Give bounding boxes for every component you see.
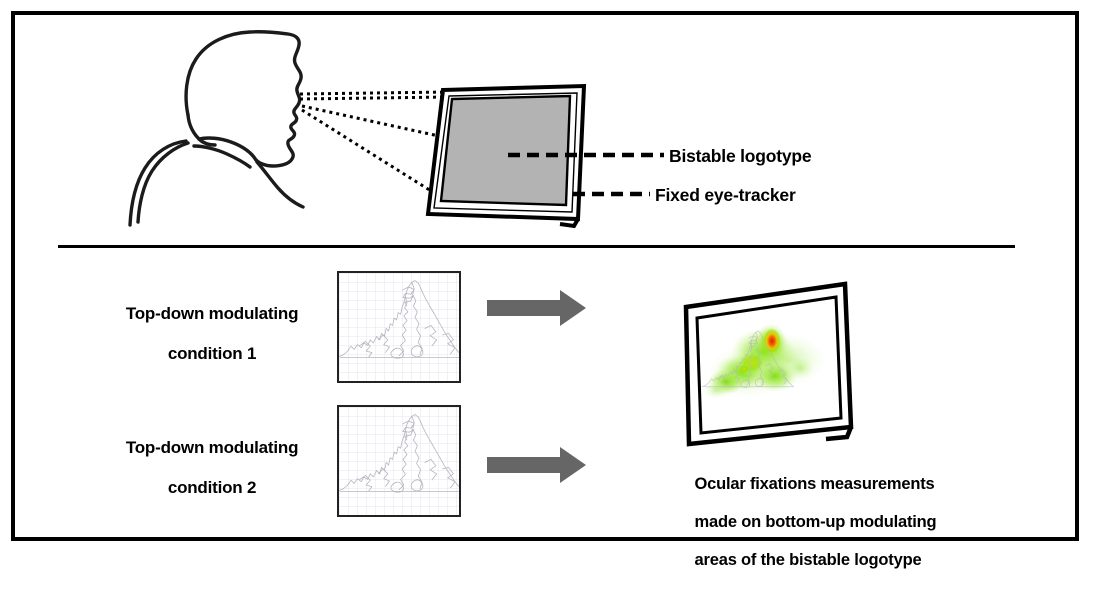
callout-label-bistable-logotype: Bistable logotype	[669, 146, 812, 166]
heatmap-blobs	[703, 323, 826, 399]
result-caption-line2: made on bottom-up modulating	[694, 513, 937, 531]
result-caption-line1: Ocular fixations measurements	[694, 475, 935, 493]
callout-leader-lines	[508, 152, 664, 197]
tilted-monitor-heatmap-icon	[683, 281, 854, 447]
matterhorn-outline-icon-2	[339, 407, 459, 515]
matterhorn-outline-icon-1	[339, 273, 459, 381]
figure-root: Bistable logotype Fixed eye-tracker Top-…	[11, 11, 1079, 569]
condition-2-label-line2: condition 2	[167, 478, 257, 497]
result-caption: Ocular fixations measurements made on bo…	[677, 456, 1007, 589]
figure-outer-border	[11, 11, 1079, 541]
stimulus-image-condition-2	[337, 405, 461, 517]
figure-drawing-layer	[128, 30, 854, 483]
head-profile-icon	[128, 30, 305, 227]
right-arrow-icon-1	[487, 290, 586, 326]
stimulus-image-condition-1	[337, 271, 461, 383]
condition-1-label-line1: Top-down modulating	[125, 304, 299, 323]
condition-1-label: Top-down modulating condition 1	[91, 284, 315, 384]
condition-2-label-line1: Top-down modulating	[125, 438, 299, 457]
panel-divider	[58, 245, 1015, 248]
gaze-lines	[299, 90, 572, 203]
right-arrow-icon-2	[487, 447, 586, 483]
condition-2-label: Top-down modulating condition 2	[91, 418, 315, 518]
bistable-logotype-monitor	[425, 83, 587, 229]
result-caption-line3: areas of the bistable logotype	[694, 551, 922, 569]
condition-1-label-line2: condition 1	[167, 344, 257, 363]
callout-label-fixed-eye-tracker: Fixed eye-tracker	[655, 185, 796, 205]
